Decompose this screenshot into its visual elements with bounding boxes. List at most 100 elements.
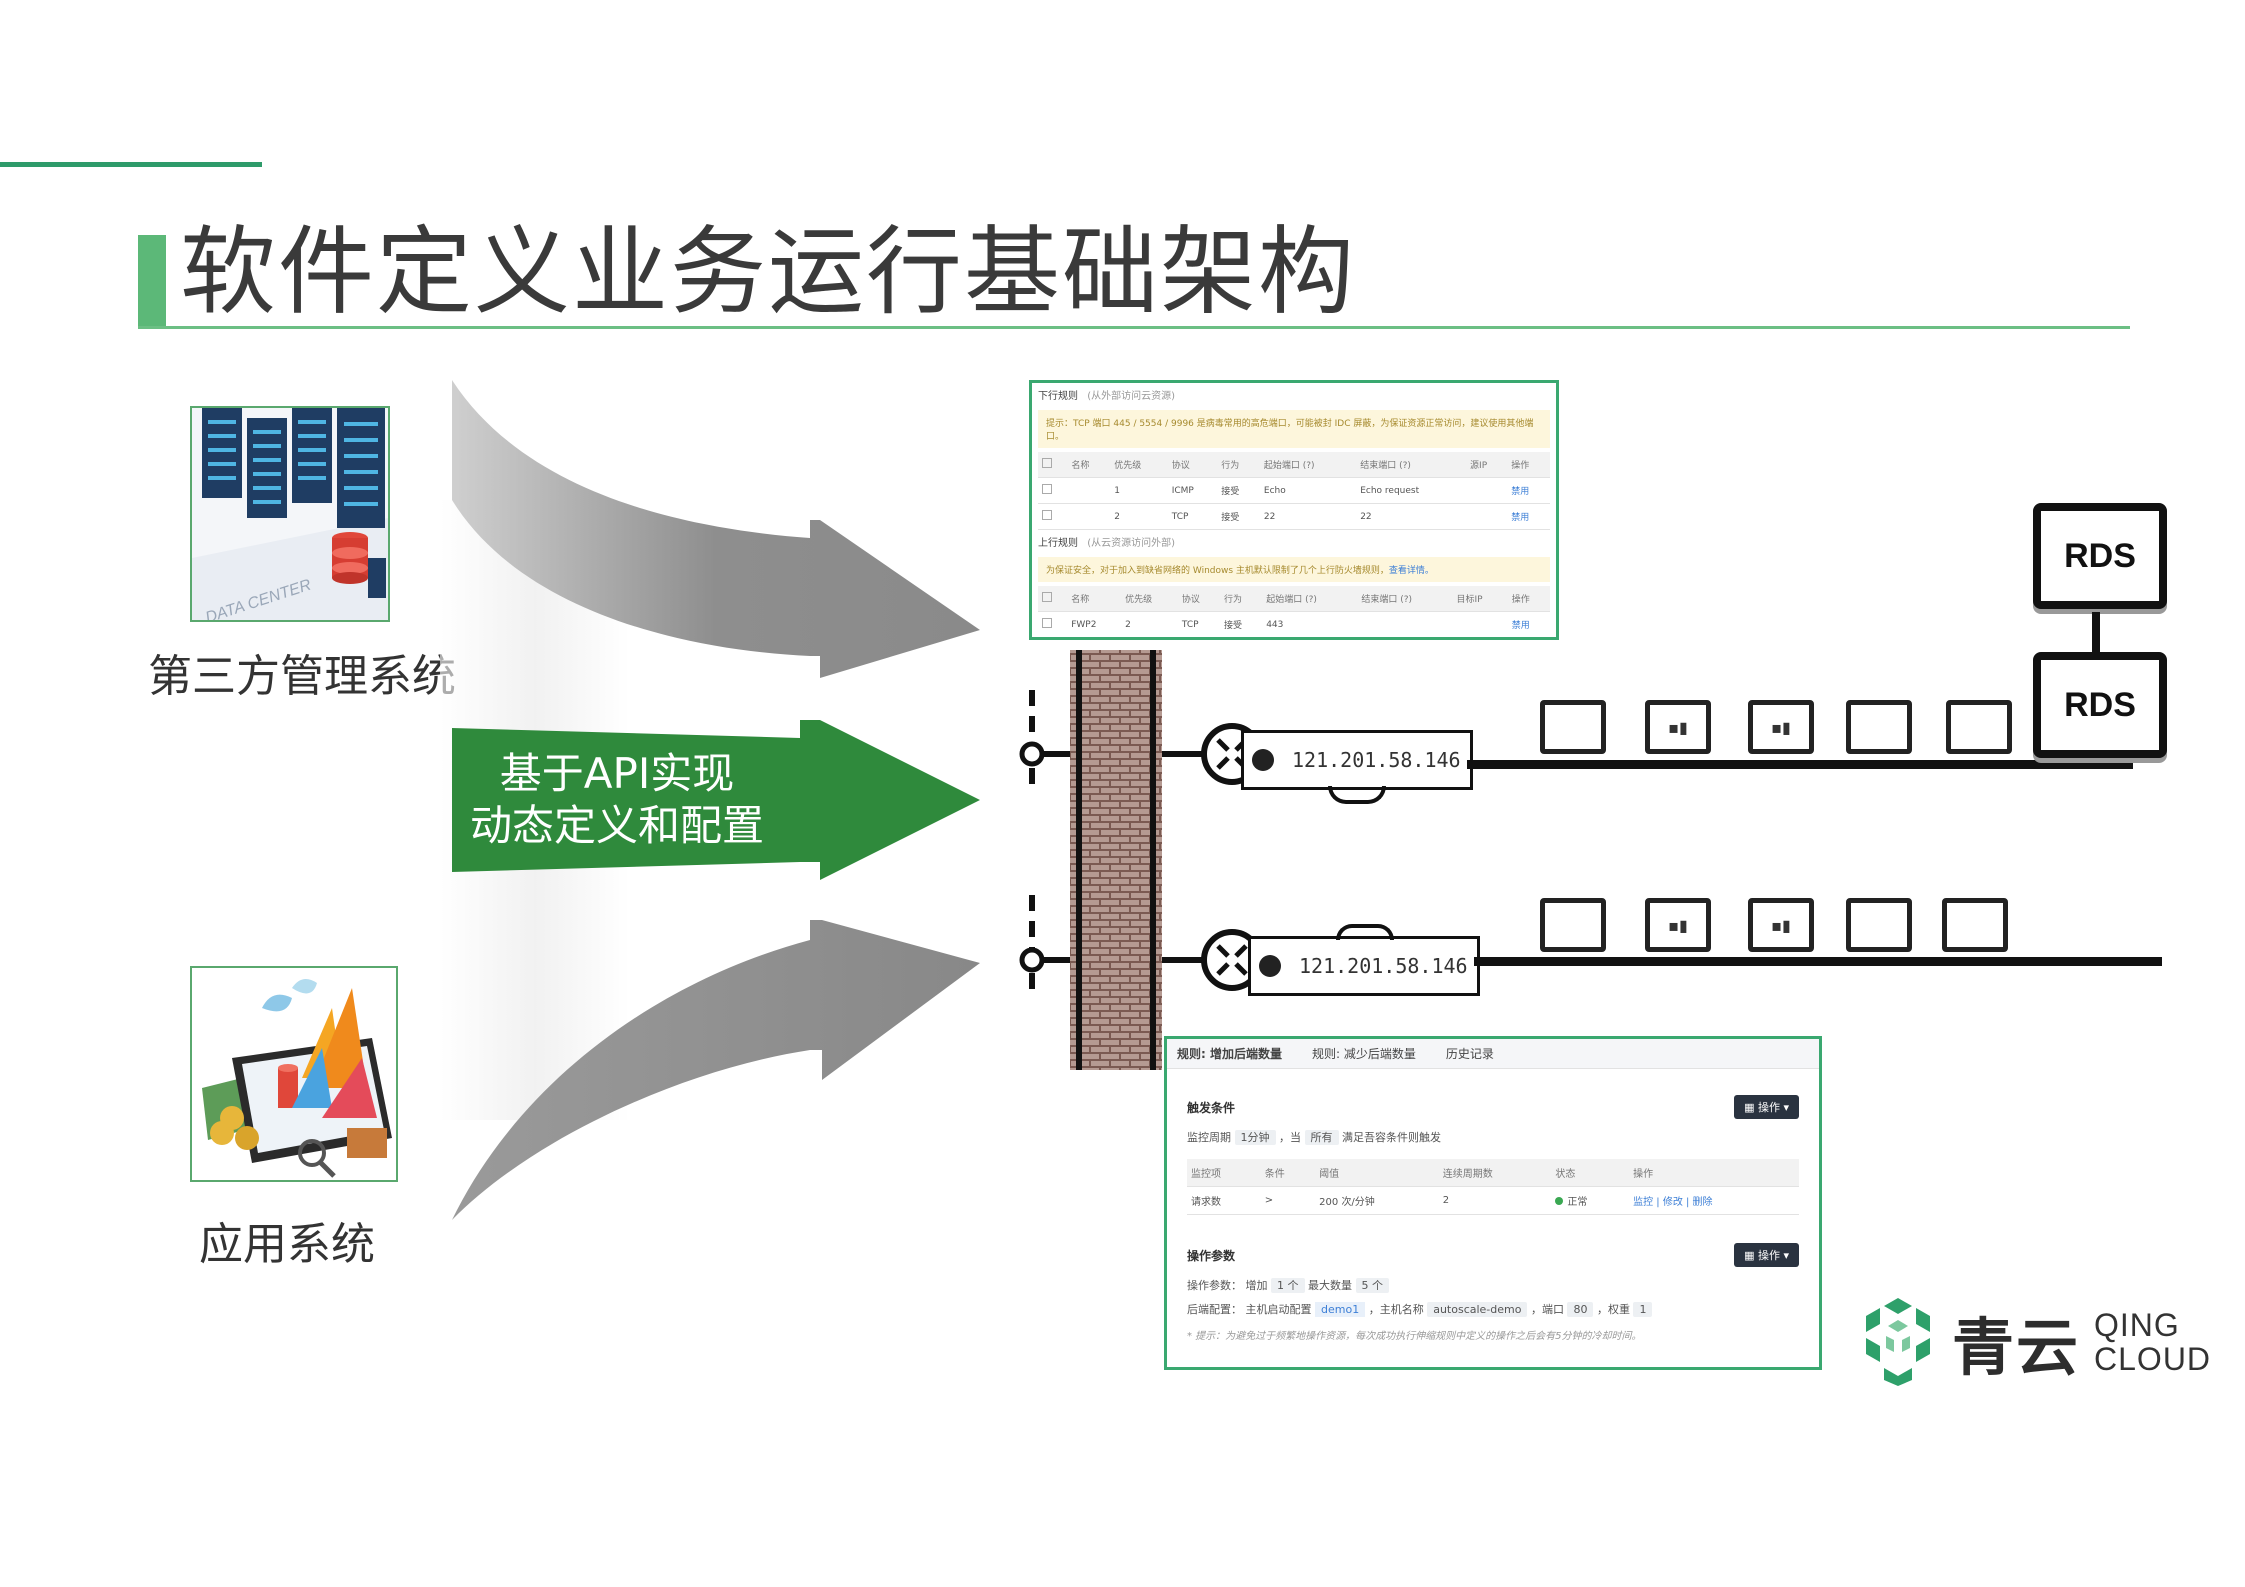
cell-protocol: TCP	[1167, 503, 1218, 530]
backend-port-value: 80	[1567, 1302, 1594, 1317]
autoscale-panel: 规则: 增加后端数量 规则: 减少后端数量 历史记录 触发条件 ▦ 操作 ▾ 监…	[1164, 1036, 1822, 1370]
instance-node[interactable]: ▪▮	[1748, 898, 1814, 952]
col-name: 名称	[1067, 586, 1122, 612]
trigger-condition-line: 监控周期 1分钟 ，当 所有 满足吾容条件则触发	[1167, 1125, 1819, 1149]
downstream-title: 下行规则	[1038, 391, 1078, 402]
instance-node[interactable]	[1946, 700, 2012, 754]
trigger-section-header: 触发条件 ▦ 操作 ▾	[1167, 1069, 1819, 1125]
rds-node-bottom[interactable]: RDS	[2033, 652, 2167, 758]
cell-action: 接受	[1220, 611, 1263, 637]
param-max-value: 5 个	[1355, 1278, 1389, 1293]
table-row[interactable]: 1 ICMP 接受 Echo Echo request 禁用	[1038, 477, 1550, 504]
table-row[interactable]: FWP2 2 TCP 接受 443 禁用	[1038, 611, 1550, 637]
cell-metric: 请求数	[1187, 1186, 1261, 1215]
col-priority[interactable]: 优先级	[1121, 586, 1178, 612]
table-header-row: 名称 优先级 协议 行为 起始端口 (?) 结束端口 (?) 源IP 操作	[1038, 452, 1550, 478]
datacenter-image: DATA CENTER	[190, 406, 390, 622]
col-end-port: 结束端口 (?)	[1356, 452, 1467, 478]
col-threshold: 阈值	[1315, 1159, 1439, 1187]
instance-node[interactable]: ▪▮	[1645, 898, 1711, 952]
green-api-arrow	[452, 720, 980, 880]
application-image	[190, 966, 398, 1182]
col-start-port: 起始端口 (?)	[1259, 452, 1357, 478]
cell-source-ip	[1466, 477, 1508, 504]
rds-node-top[interactable]: RDS	[2033, 503, 2167, 609]
cell-condition: >	[1260, 1186, 1316, 1215]
col-consecutive: 连续周期数	[1438, 1159, 1552, 1187]
col-action: 行为	[1217, 452, 1260, 478]
col-target-ip: 目标IP	[1452, 586, 1508, 612]
disable-link[interactable]: 禁用	[1507, 477, 1550, 504]
rds-link	[2092, 612, 2100, 652]
analytics-tablet-icon	[192, 968, 396, 1180]
cell-threshold: 200 次/分钟	[1315, 1186, 1439, 1215]
row-checkbox[interactable]	[1042, 510, 1052, 520]
table-row[interactable]: 2 TCP 接受 22 22 禁用	[1038, 503, 1550, 530]
backend-port-label: ，端口	[1530, 1303, 1564, 1316]
public-ip-bottom[interactable]: 121.201.58.146	[1248, 936, 1480, 996]
disable-link[interactable]: 禁用	[1507, 611, 1550, 637]
title-accent-bar	[138, 235, 166, 329]
col-priority[interactable]: 优先级	[1110, 452, 1168, 478]
tab-history[interactable]: 历史记录	[1445, 1047, 1494, 1061]
page-title: 软件定义业务运行基础架构	[180, 216, 1356, 328]
table-header-row: 名称 优先级 协议 行为 起始端口 (?) 结束端口 (?) 目标IP 操作	[1038, 586, 1550, 612]
backend-startup-value[interactable]: demo1	[1315, 1302, 1366, 1317]
trigger-table: 监控项 条件 阈值 连续周期数 状态 操作 请求数 > 200 次/分钟 2 正…	[1187, 1159, 1799, 1215]
param-section-header: 操作参数 ▦ 操作 ▾	[1167, 1225, 1819, 1273]
row-actions[interactable]: 监控 | 修改 | 删除	[1629, 1186, 1799, 1215]
disable-link[interactable]: 禁用	[1507, 503, 1550, 530]
cell-source-ip	[1466, 503, 1508, 530]
cell-start-port: Echo	[1259, 477, 1357, 504]
status-dot-icon	[1555, 1197, 1564, 1205]
cell-name	[1067, 477, 1111, 504]
cell-protocol: TCP	[1177, 611, 1221, 637]
col-action: 行为	[1220, 586, 1263, 612]
tab-scale-up[interactable]: 规则: 增加后端数量	[1177, 1047, 1282, 1061]
view-details-link[interactable]: 查看详情。	[1388, 566, 1434, 576]
instance-node[interactable]	[1846, 700, 1912, 754]
col-operation: 操作	[1629, 1159, 1799, 1187]
cell-priority: 1	[1110, 477, 1168, 504]
col-operation: 操作	[1507, 586, 1550, 612]
instance-node[interactable]	[1942, 898, 2008, 952]
logo-en-line2: CLOUD	[2094, 1341, 2212, 1377]
application-system-caption: 应用系统	[199, 1219, 375, 1270]
instance-node[interactable]: ▪▮	[1748, 700, 1814, 754]
ip-address: 121.201.58.146	[1299, 954, 1468, 978]
param-operation-button[interactable]: ▦ 操作 ▾	[1734, 1243, 1799, 1267]
instance-node[interactable]	[1540, 898, 1606, 952]
cell-start-port: 22	[1259, 503, 1357, 530]
public-ip-top[interactable]: 121.201.58.146	[1241, 730, 1473, 790]
logo-chinese: 青云	[1952, 1311, 2081, 1384]
instance-node[interactable]	[1540, 700, 1606, 754]
instance-node[interactable]	[1846, 898, 1912, 952]
vxnet-line-bottom	[1474, 957, 2162, 966]
upstream-title: 上行规则	[1038, 538, 1078, 549]
upstream-hint: (从云资源访问外部)	[1087, 538, 1175, 549]
upstream-warning-text: 为保证安全，对于加入到缺省网络的 Windows 主机默认限制了几个上行防火墙规…	[1046, 566, 1389, 576]
api-arrow-label: 基于API实现 动态定义和配置	[462, 748, 772, 852]
upstream-rules-table: 名称 优先级 协议 行为 起始端口 (?) 结束端口 (?) 目标IP 操作 F…	[1038, 586, 1550, 637]
ip-address: 121.201.58.146	[1292, 748, 1461, 772]
downstream-rules-header: 下行规则 (从外部访问云资源)	[1032, 383, 1556, 406]
logo-en-line1: QING	[2094, 1307, 2180, 1343]
row-checkbox[interactable]	[1042, 484, 1052, 494]
select-all-checkbox[interactable]	[1042, 592, 1052, 602]
cell-consecutive: 2	[1438, 1186, 1552, 1215]
cell-end-port: 22	[1356, 503, 1467, 530]
select-all-checkbox[interactable]	[1042, 458, 1052, 468]
qingcloud-logo: 青云 QING CLOUD	[1858, 1296, 2211, 1388]
tab-scale-down[interactable]: 规则: 减少后端数量	[1311, 1047, 1416, 1061]
col-operation: 操作	[1507, 452, 1550, 478]
eip-icon	[1259, 955, 1281, 977]
top-gray-arrow	[452, 380, 980, 678]
upstream-rules-header: 上行规则 (从云资源访问外部)	[1032, 530, 1556, 553]
row-checkbox[interactable]	[1042, 618, 1052, 628]
backend-name-label: ，主机名称	[1368, 1303, 1424, 1316]
instance-node[interactable]: ▪▮	[1645, 700, 1711, 754]
trigger-operation-button[interactable]: ▦ 操作 ▾	[1734, 1095, 1799, 1119]
backend-config-line: 后端配置： 主机启动配置 demo1 ，主机名称 autoscale-demo …	[1167, 1297, 1819, 1321]
table-row[interactable]: 请求数 > 200 次/分钟 2 正常 监控 | 修改 | 删除	[1187, 1186, 1799, 1215]
param-max: 最大数量	[1308, 1279, 1352, 1292]
